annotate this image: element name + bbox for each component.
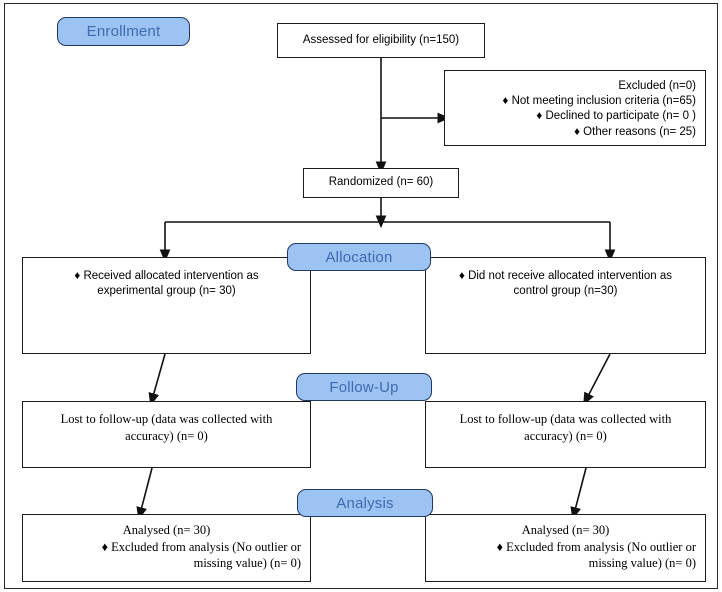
box-followup-experimental: Lost to follow-up (data was collected wi…: [22, 401, 311, 468]
stage-label-followup: Follow-Up: [329, 378, 399, 396]
stage-label-allocation: Allocation: [325, 248, 393, 266]
box-allocation-control: ♦ Did not receive allocated intervention…: [425, 257, 706, 354]
box-excluded: Excluded (n=0) ♦ Not meeting inclusion c…: [444, 70, 706, 146]
box-analysis-experimental: Analysed (n= 30) ♦ Excluded from analysi…: [22, 514, 311, 582]
box-followup-control: Lost to follow-up (data was collected wi…: [425, 401, 706, 468]
diagram-frame: [4, 3, 718, 589]
excluded-line-2: ♦ Not meeting inclusion criteria (n=65): [502, 95, 696, 108]
follow-right-line-2: accuracy) (n= 0): [524, 428, 607, 443]
stage-banner-enrollment: Enrollment: [57, 17, 190, 46]
box-analysis-control: Analysed (n= 30) ♦ Excluded from analysi…: [425, 514, 706, 582]
randomized-line-1: Randomized (n= 60): [328, 176, 434, 189]
analysis-right-line-1: Analysed (n= 30): [521, 523, 610, 537]
follow-left-line-1: Lost to follow-up (data was collected wi…: [60, 412, 273, 426]
analysis-left-line-1: Analysed (n= 30): [122, 523, 211, 537]
alloc-right-line-1: ♦ Did not receive allocated intervention…: [459, 270, 672, 282]
excluded-line-1: Excluded (n=0): [618, 80, 696, 92]
alloc-right-line-2: control group (n=30): [513, 285, 618, 298]
stage-banner-allocation: Allocation: [287, 243, 431, 271]
stage-label-analysis: Analysis: [336, 494, 394, 512]
excluded-line-4: ♦ Other reasons (n= 25): [574, 125, 696, 138]
analysis-left-line-3: missing value) (n= 0): [193, 556, 301, 570]
box-assessed-for-eligibility: Assessed for eligibility (n=150): [277, 23, 485, 58]
box-randomized: Randomized (n= 60): [303, 168, 459, 198]
alloc-left-line-1: ♦ Received allocated intervention as: [74, 270, 259, 282]
analysis-right-line-2: ♦ Excluded from analysis (No outlier or: [496, 539, 696, 554]
follow-left-line-2: accuracy) (n= 0): [125, 428, 208, 443]
alloc-left-line-2: experimental group (n= 30): [97, 285, 236, 298]
stage-label-enrollment: Enrollment: [86, 23, 161, 40]
stage-banner-analysis: Analysis: [297, 489, 433, 517]
analysis-right-line-3: missing value) (n= 0): [588, 556, 696, 570]
excluded-line-3: ♦ Declined to participate (n= 0 ): [536, 110, 696, 123]
analysis-left-line-2: ♦ Excluded from analysis (No outlier or: [101, 539, 301, 554]
follow-right-line-1: Lost to follow-up (data was collected wi…: [459, 412, 672, 426]
box-allocation-experimental: ♦ Received allocated intervention as exp…: [22, 257, 311, 354]
assessed-line-1: Assessed for eligibility (n=150): [302, 33, 460, 46]
stage-banner-followup: Follow-Up: [296, 373, 432, 401]
